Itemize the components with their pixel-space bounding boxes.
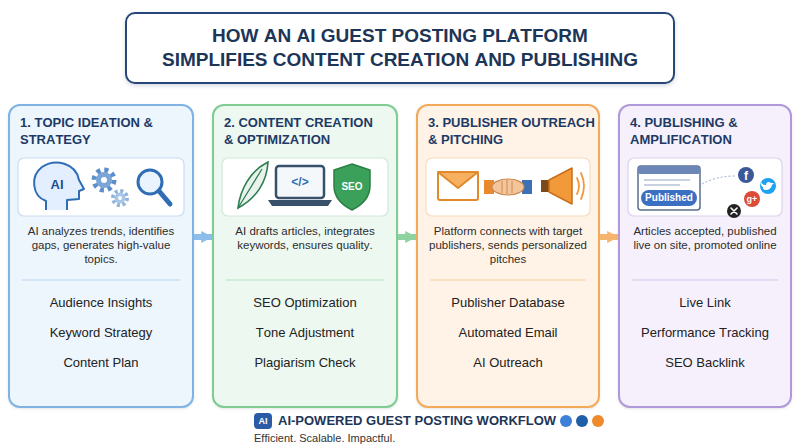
gear-icon: [113, 191, 127, 205]
content-line: [644, 184, 680, 186]
megaphone-icon: [541, 180, 549, 192]
step-description: AI drafts articles, integrates keywords,…: [222, 224, 388, 252]
step-heading: 3. PUBLISHER OUTREACH & PITCHING: [428, 114, 600, 148]
published-badge: [641, 190, 697, 206]
icon-label: g+: [747, 194, 758, 205]
gear-icon: [96, 172, 112, 188]
magnifier-icon: [159, 191, 170, 204]
quill-icon: [238, 169, 262, 208]
feature-item: Live Link: [624, 294, 786, 311]
step-heading: 4. PUBLISHING & AMPLIFICATION: [630, 114, 788, 148]
browser-bar: [638, 166, 700, 174]
step-heading: 1. TOPIC IDEATION & STRATEGY: [20, 114, 160, 148]
icon-card: [628, 158, 782, 216]
feature-item: Keyword Strategy: [14, 324, 188, 341]
envelope-icon: [438, 172, 478, 188]
feature-item: Plagiarism Check: [218, 354, 392, 371]
process-panel: 4. PUBLISHING & AMPLIFICATION Articles ac…: [618, 104, 792, 408]
feature-item: Content Plan: [14, 354, 188, 371]
step-description: Platform connects with target publishers…: [426, 224, 590, 266]
google-plus-icon: [744, 191, 760, 207]
feature-item: AI Outreach: [422, 354, 594, 371]
process-panel: 1. TOPIC IDEATION & STRATEGY AI analyzes …: [8, 104, 194, 408]
gear-icon: [118, 196, 122, 200]
feature-item: Performance Tracking: [624, 324, 786, 341]
flow-arrow: [398, 234, 416, 240]
facebook-icon: [738, 167, 754, 183]
process-panel: 2. CONTENT CREATION & OPTIMIZATION AI dra…: [212, 104, 398, 408]
bird-symbol: [761, 182, 774, 190]
step-heading: 2. CONTENT CREATION & OPTIMIZATION: [224, 114, 379, 148]
content-line: [644, 179, 690, 181]
handshake-icon: [492, 179, 524, 195]
icon-label: </>: [291, 175, 308, 189]
icon-card: [18, 158, 184, 216]
gear-icon: [94, 170, 114, 190]
title-box: HOW AN AI GUEST POSTING PLATFORM SIMPLIF…: [125, 12, 675, 84]
laptop-icon: [268, 200, 332, 206]
gear-icon: [115, 193, 126, 204]
gear-icon: [101, 177, 107, 183]
icon-label: AI: [259, 416, 268, 427]
step-description: AI analyzes trends, identifies gaps, gen…: [18, 224, 184, 266]
quill-icon: [238, 162, 268, 208]
laptop-icon: [276, 166, 324, 198]
footer-icon: [592, 415, 604, 427]
x-icon: [727, 204, 741, 218]
flow-arrow: [600, 234, 618, 240]
megaphone-icon: [549, 168, 572, 204]
browser-icon: [638, 166, 700, 210]
icon-label: Published: [645, 192, 693, 204]
feature-item: SEO Backlink: [624, 354, 786, 371]
shield-icon: [334, 164, 370, 210]
divider: [632, 280, 778, 281]
head-icon: [34, 163, 84, 210]
icon-card: [222, 158, 388, 216]
step-description: Articles accepted, published live on sit…: [628, 224, 782, 252]
icon-label: AI: [51, 177, 64, 192]
icon-label: f: [744, 169, 748, 183]
logo-badge: [254, 413, 272, 429]
twitter-icon: [760, 178, 776, 194]
flow-arrow: [194, 234, 212, 240]
envelope-icon: [438, 172, 478, 200]
handshake-icon: [502, 180, 512, 194]
footer-icon: [560, 415, 572, 427]
feature-item: Audience Insights: [14, 294, 188, 311]
x-symbol: [731, 208, 737, 214]
caption: AI-POWERED GUEST POSTING WORKFLOW: [278, 413, 556, 429]
icon-card: [426, 158, 590, 216]
footer-icon: [576, 415, 588, 427]
divider: [22, 280, 180, 281]
process-panel: 3. PUBLISHER OUTREACH & PITCHING Platform…: [416, 104, 600, 408]
divider: [430, 280, 586, 281]
feature-item: Publisher Database: [422, 294, 594, 311]
icon-label: SEO: [341, 181, 362, 193]
share-line: [702, 176, 736, 184]
title-text: HOW AN AI GUEST POSTING PLATFORM SIMPLIF…: [159, 24, 642, 72]
divider: [226, 280, 384, 281]
sound-lines: [577, 173, 584, 199]
tagline: Efficient. Scalable. Impactful.: [254, 432, 395, 445]
feature-item: Tone Adjustment: [218, 324, 392, 341]
feature-item: SEO Optimization: [218, 294, 392, 311]
feature-item: Automated Email: [422, 324, 594, 341]
